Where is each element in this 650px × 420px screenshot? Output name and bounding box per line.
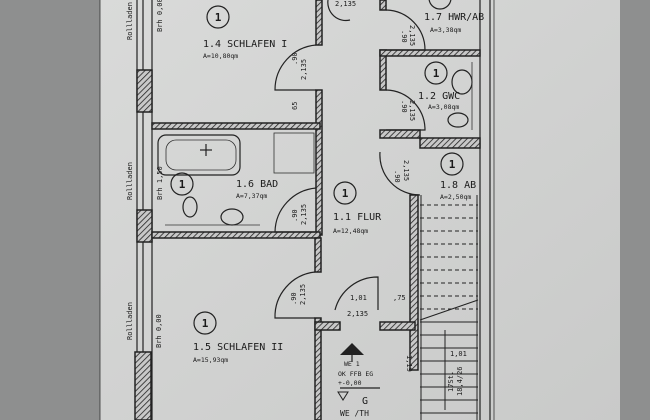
room-1.8: 1 1.8 AB A=2,50qm [440, 152, 476, 201]
dimension-label: WE 1 [344, 360, 360, 368]
room-name: 1.1 FLUR [333, 212, 382, 223]
shutter-label: Rollladen [126, 302, 134, 340]
room-name: 1.5 SCHLAFEN II [193, 342, 283, 353]
dimension-label: 1,01 [450, 350, 467, 358]
entrance-marker: WE 1 OK FFB EG +-0,00 G WE /TH [337, 343, 380, 418]
dimension-label: 2,135 [347, 310, 368, 318]
dimension-label: 2,135 [408, 100, 416, 121]
dimension-label: 2,135 [299, 284, 307, 305]
side-labels: Rollladen Rollladen Rollladen Brh 0,00 B… [126, 0, 164, 348]
sill-label: Brh 0,00 [155, 314, 163, 348]
sill-label: Brh 1,50 [156, 166, 164, 200]
dimension-label: .90 [400, 30, 408, 43]
dimension-label: 1,19 [405, 355, 413, 372]
toilet-gwc [447, 112, 469, 128]
dimension-label: ,75 [393, 294, 406, 302]
outer-wall-left [134, 0, 153, 420]
room-1.4: 1 1.4 SCHLAFEN I A=10,80qm [203, 5, 287, 60]
paper-sheet [100, 0, 620, 420]
room-area: A=7,37qm [236, 192, 267, 200]
dimension-label: .90 [393, 170, 401, 183]
room-area: A=3,08qm [428, 103, 459, 111]
entrance-label: WE /TH [340, 409, 369, 418]
dimension-label: .90 [400, 100, 408, 113]
level-mark: G [362, 396, 368, 407]
dimension-label: 2,135 [402, 160, 410, 181]
dimension-labels: .90 2,135 65 .90 2,135 .90 2,135 2,135 .… [290, 0, 467, 396]
shutter-label: Rollladen [126, 162, 134, 200]
room-badge: 1 [433, 67, 440, 80]
dimension-label: OK FFB EG [338, 370, 373, 378]
dimension-label: +-0,00 [338, 379, 362, 387]
dimension-label: 2,135 [300, 204, 308, 225]
bathtub [157, 134, 241, 176]
room-1.6: 1 1.6 BAD A=7,37qm [170, 172, 278, 200]
room-name: 1.7 HWR/AB [424, 12, 484, 23]
room-1.5: 1 1.5 SCHLAFEN II A=15,93qm [193, 311, 283, 364]
room-1.1: 1 1.1 FLUR A=12,48qm [333, 181, 382, 235]
dimension-label: 2,135 [335, 0, 356, 8]
staircase [419, 195, 479, 420]
room-badge: 1 [342, 187, 349, 200]
stair-line [419, 299, 479, 321]
dimension-label: .90 [291, 209, 299, 222]
sill-label: Brh 0,00 [156, 0, 164, 32]
dimension-label: 65 [291, 102, 299, 110]
room-name: 1.2 GWC [418, 91, 460, 102]
room-badge: 1 [215, 11, 222, 24]
room-badge: 1 [449, 158, 456, 171]
dimension-label: 18,4/26 [456, 366, 464, 396]
dimension-label: 2,135 [300, 59, 308, 80]
room-area: A=2,50qm [440, 193, 471, 201]
room-area: A=15,93qm [193, 356, 228, 364]
shower-area [273, 132, 315, 174]
room-area: A=10,80qm [203, 52, 238, 60]
dimension-label: 2,135 [408, 25, 416, 46]
shutter-label: Rollladen [126, 2, 134, 40]
door-swings [274, 0, 426, 319]
toilet-bad [182, 196, 198, 218]
room-area: A=3,38qm [430, 26, 461, 34]
room-badge: 1 [202, 317, 209, 330]
room-name: 1.4 SCHLAFEN I [203, 39, 287, 50]
dimension-label: 17St. [447, 371, 455, 392]
dimension-label: .90 [291, 52, 299, 65]
dimension-label: .90 [290, 292, 298, 305]
room-name: 1.8 AB [440, 180, 476, 191]
room-1.2: 1 1.2 GWC A=3,08qm [418, 61, 460, 111]
outer-wall-right [479, 0, 495, 420]
dimension-label: 1,01 [350, 294, 367, 302]
room-name: 1.6 BAD [236, 179, 278, 190]
room-1.7: 1.7 HWR/AB A=3,38qm [424, 0, 484, 34]
room-area: A=12,48qm [333, 227, 368, 235]
room-badge: 1 [179, 178, 186, 191]
interior-walls [151, 0, 481, 420]
